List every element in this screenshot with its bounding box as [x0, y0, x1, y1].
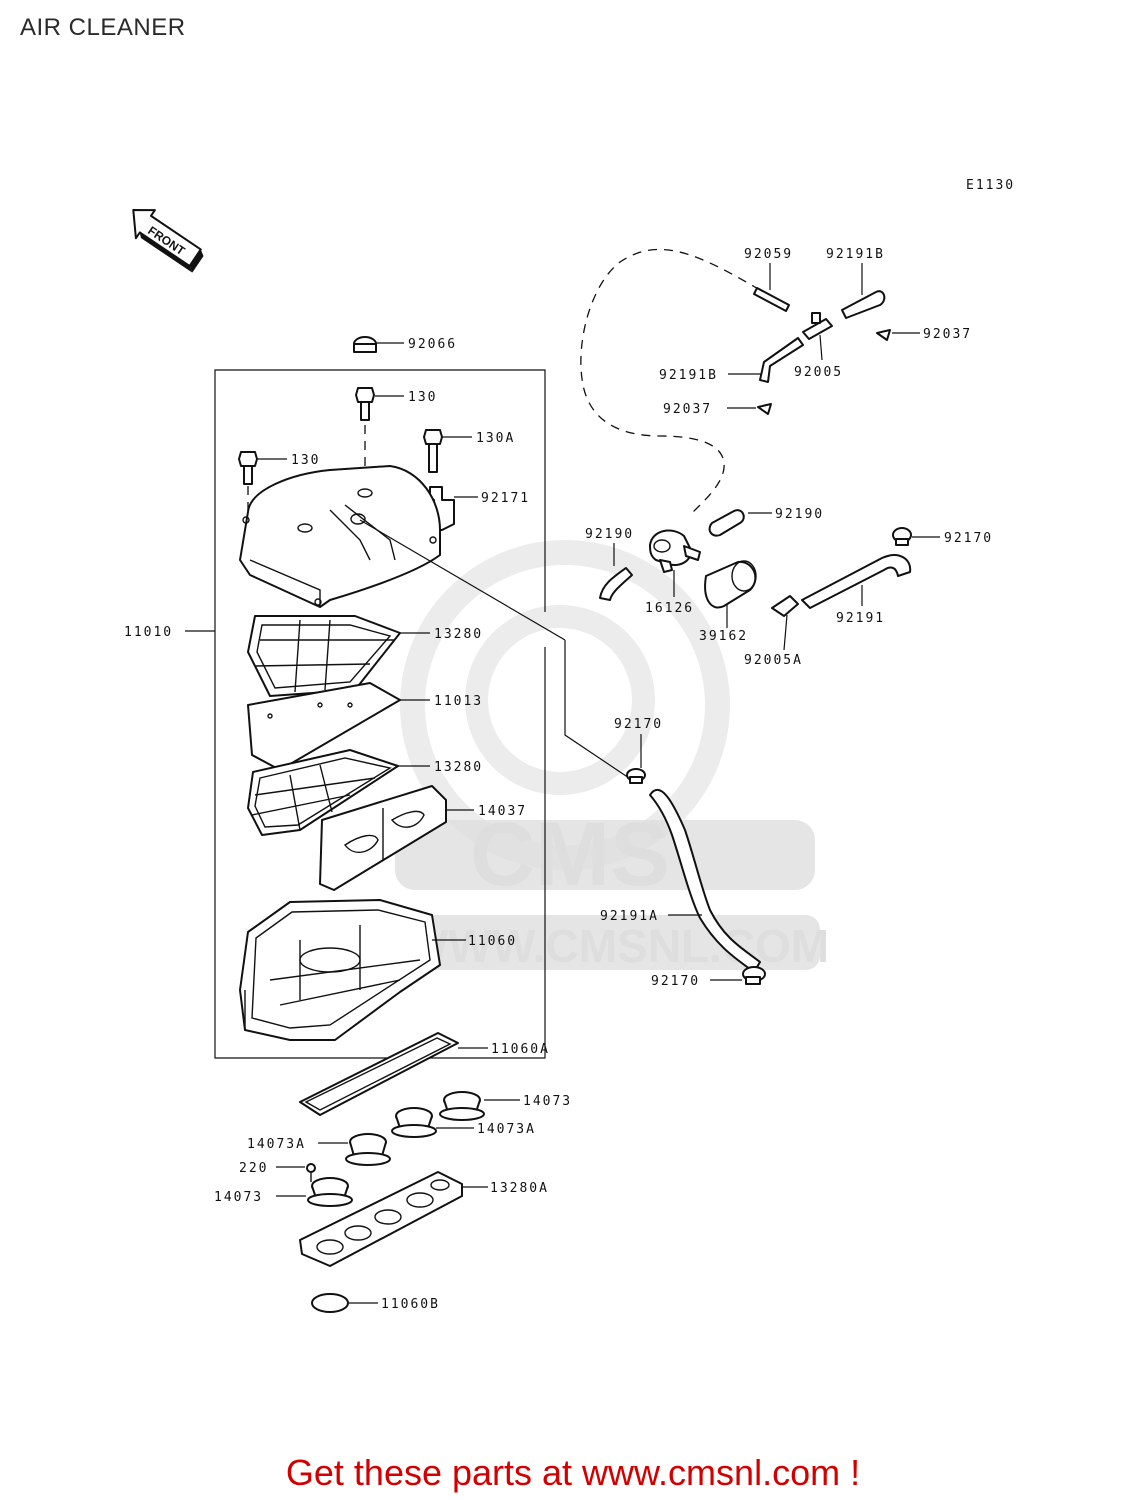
- callout-130A: 130A: [476, 431, 515, 446]
- callout-14073-right: 14073: [523, 1094, 572, 1109]
- front-arrow-icon: FRONT: [132, 208, 204, 273]
- part-92191B-hose-mid: [728, 337, 804, 383]
- part-39162-filter: [704, 560, 757, 628]
- diagram-code: E1130: [966, 178, 1015, 193]
- part-14073A-funnel-left: [318, 1133, 391, 1166]
- callout-220: 220: [239, 1161, 268, 1176]
- callout-13280A: 13280A: [490, 1181, 549, 1196]
- page-title: AIR CLEANER: [20, 14, 186, 41]
- part-air-cleaner-cover: [239, 465, 633, 781]
- part-92170-clamp-mid: [626, 734, 646, 784]
- callout-92171: 92171: [481, 491, 530, 506]
- part-11060-case: [239, 899, 466, 1041]
- callout-39162: 39162: [699, 629, 748, 644]
- part-13280-screen-top: [247, 615, 430, 697]
- callout-14073A-left: 14073A: [247, 1137, 306, 1152]
- callout-92170-mid: 92170: [614, 717, 663, 732]
- callout-92190-left: 92190: [585, 527, 634, 542]
- part-92066-cap: [353, 336, 404, 353]
- callout-92037-top: 92037: [923, 327, 972, 342]
- callout-92170-bottom: 92170: [651, 974, 700, 989]
- callout-11060A: 11060A: [491, 1042, 550, 1057]
- assembly-bracket-11010: [185, 369, 546, 1059]
- callout-92005: 92005: [794, 365, 843, 380]
- part-13280-screen-mid: [247, 749, 430, 836]
- callout-13280-mid: 13280: [434, 760, 483, 775]
- part-11060A-gasket: [299, 1032, 488, 1116]
- callout-92066: 92066: [408, 337, 457, 352]
- part-11060B-oring: [311, 1293, 378, 1313]
- callout-16126: 16126: [645, 601, 694, 616]
- cms-watermark: CMS WWW.CMSNL.COM: [395, 540, 829, 972]
- part-220-screw: [276, 1163, 316, 1182]
- part-92059-tube: [753, 263, 790, 312]
- part-92005A-joint: [771, 595, 799, 651]
- callout-92191: 92191: [836, 611, 885, 626]
- part-130A-bolt: [423, 429, 472, 473]
- part-92190-elbow-right: [708, 509, 772, 537]
- callout-14073A-right: 14073A: [477, 1122, 536, 1137]
- part-92037-clip-top: [876, 329, 920, 341]
- part-13280A-holder: [299, 1171, 488, 1267]
- part-92170-clamp-bottom: [710, 966, 766, 985]
- hose-routing-dashed: [580, 248, 761, 516]
- callout-14037: 14037: [478, 804, 527, 819]
- parts-diagram: CMS WWW.CMSNL.COM E1130 FRONT: [124, 178, 1015, 1313]
- callout-92190-right: 92190: [775, 507, 824, 522]
- part-92191-hose: [801, 554, 912, 609]
- callout-92191A: 92191A: [600, 909, 659, 924]
- callout-14073-left: 14073: [214, 1190, 263, 1205]
- callout-92170-top: 92170: [944, 531, 993, 546]
- part-14073-funnel-left: [276, 1177, 353, 1207]
- callout-11013: 11013: [434, 694, 483, 709]
- callout-92191B-top: 92191B: [826, 247, 885, 262]
- cta-banner: Get these parts at www.cmsnl.com !: [0, 1452, 1146, 1494]
- callout-92191B-mid: 92191B: [659, 368, 718, 383]
- part-11013-element: [247, 682, 430, 771]
- part-92191B-hose-top: [841, 263, 886, 319]
- watermark-brand: CMS: [470, 805, 670, 905]
- callout-11010: 11010: [124, 625, 173, 640]
- callout-130-top: 130: [408, 390, 437, 405]
- part-92005-joint: [802, 312, 833, 361]
- cta-link[interactable]: Get these parts at www.cmsnl.com !: [285, 1452, 861, 1493]
- callout-11060B: 11060B: [381, 1297, 440, 1312]
- part-14037-plate: [319, 785, 474, 891]
- part-92191A-hose: [649, 788, 761, 973]
- part-16126-valve: [649, 529, 701, 597]
- part-92037-clip-mid: [727, 403, 772, 415]
- part-14073A-funnel-right: [391, 1107, 474, 1138]
- callout-92059: 92059: [744, 247, 793, 262]
- part-92170-clamp-top: [892, 527, 940, 546]
- callout-92005A: 92005A: [744, 653, 803, 668]
- callout-92037-mid: 92037: [663, 402, 712, 417]
- callout-13280-top: 13280: [434, 627, 483, 642]
- callout-130-left: 130: [291, 453, 320, 468]
- callout-11060: 11060: [468, 934, 517, 949]
- part-92190-elbow-left: [599, 543, 633, 601]
- part-14073-funnel-right: [439, 1091, 520, 1121]
